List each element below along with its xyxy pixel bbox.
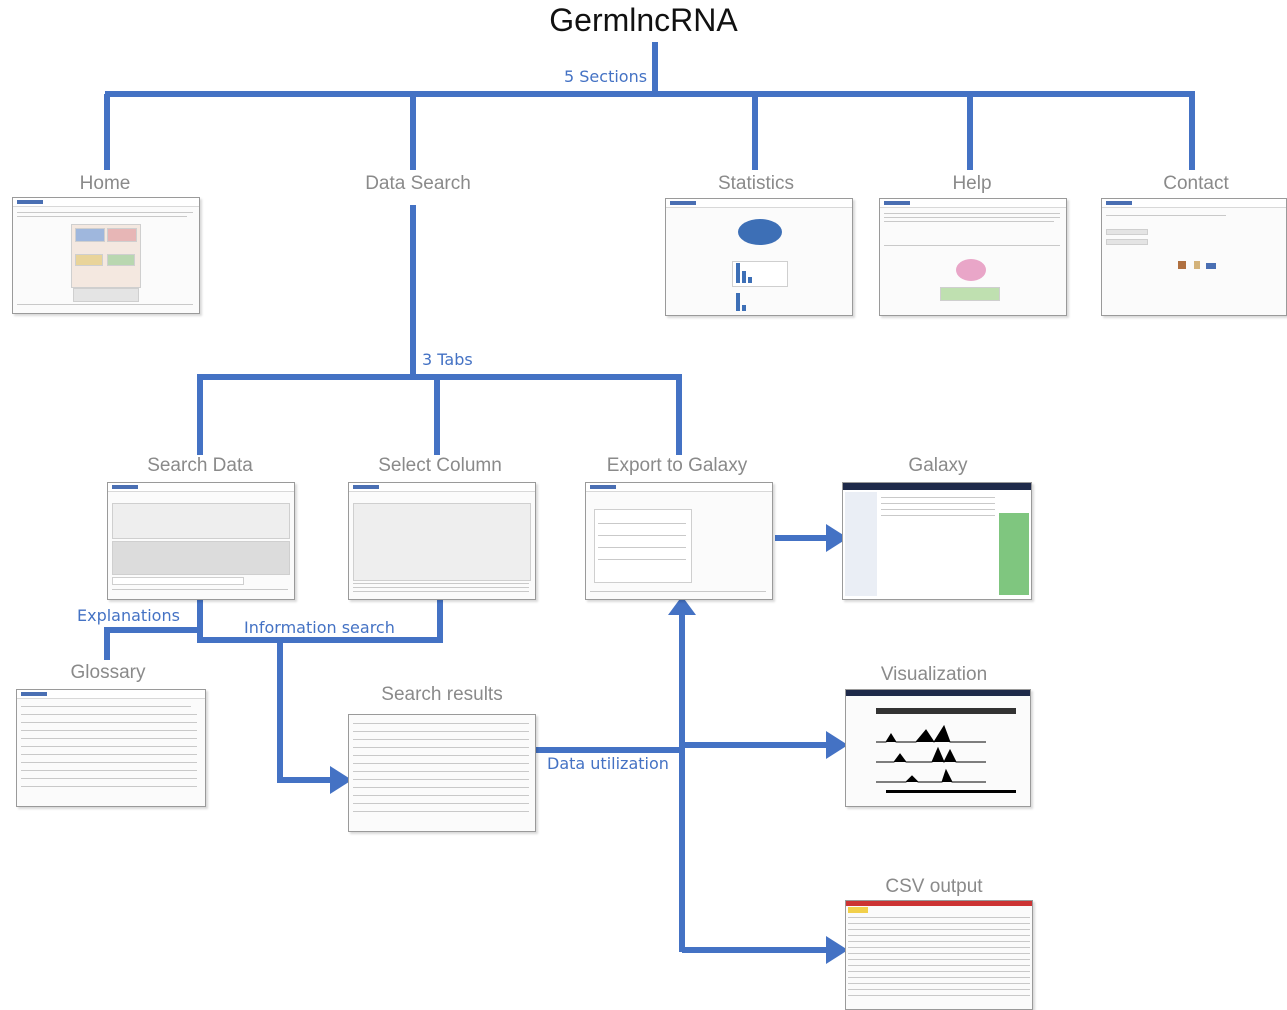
statistics-screenshot xyxy=(665,198,853,316)
visualization-label: Visualization xyxy=(880,664,988,685)
search-results-label: Search results xyxy=(381,684,503,705)
search-results-screenshot xyxy=(348,714,536,832)
sections-label: 5 Sections xyxy=(562,67,650,86)
contact-screenshot xyxy=(1101,198,1287,316)
data-utilization-label: Data utilization xyxy=(545,754,671,773)
statistics-label: Statistics xyxy=(717,173,795,194)
csv-output-label: CSV output xyxy=(885,876,983,897)
data-search-label: Data Search xyxy=(365,173,471,194)
diagram-title: GermlncRNA xyxy=(549,2,738,38)
glossary-screenshot xyxy=(16,689,206,807)
galaxy-screenshot xyxy=(842,482,1032,600)
explanations-label: Explanations xyxy=(75,606,182,625)
home-screenshot xyxy=(12,197,200,314)
csv-output-screenshot xyxy=(845,900,1033,1010)
information-search-label: Information search xyxy=(242,618,397,637)
help-screenshot xyxy=(879,198,1067,316)
help-label: Help xyxy=(952,173,992,194)
search-data-screenshot xyxy=(107,482,295,600)
genome-tracks xyxy=(876,724,1016,793)
search-data-label: Search Data xyxy=(147,455,253,476)
glossary-label: Glossary xyxy=(70,662,146,683)
galaxy-label: Galaxy xyxy=(908,455,968,476)
home-label: Home xyxy=(79,173,131,194)
export-to-galaxy-screenshot xyxy=(585,482,773,600)
tabs-label: 3 Tabs xyxy=(420,350,475,369)
select-column-screenshot xyxy=(348,482,536,600)
visualization-screenshot xyxy=(845,689,1031,807)
export-to-galaxy-label: Export to Galaxy xyxy=(606,455,748,476)
select-column-label: Select Column xyxy=(378,455,502,476)
contact-label: Contact xyxy=(1163,173,1229,194)
